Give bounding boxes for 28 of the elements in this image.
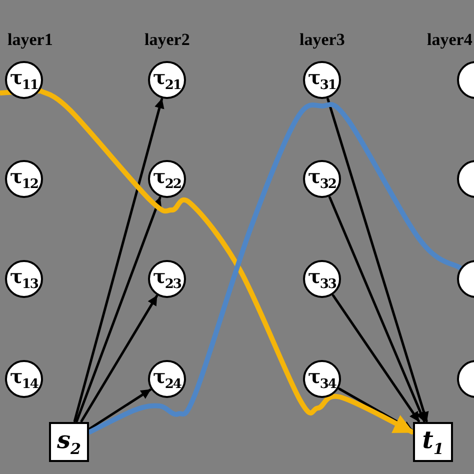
node-circle: τ$_{14}$ (5, 360, 43, 398)
node-circle: τ$_{31}$ (303, 61, 341, 99)
node-circle: τ$_{34}$ (303, 360, 341, 398)
node-circle: τ$_{33}$ (303, 260, 341, 298)
node-square: t$_{1}$ (413, 422, 453, 462)
layer-label: layer1 (8, 30, 53, 50)
node-circle: τ$_{12}$ (5, 160, 43, 198)
node-circle: τ$_{32}$ (303, 160, 341, 198)
arrow (326, 98, 429, 422)
layer-label: layer4 (427, 30, 472, 50)
arrow (328, 196, 426, 422)
node-circle: τ$_{11}$ (5, 61, 43, 99)
arrow (338, 388, 414, 432)
arrow (76, 196, 162, 422)
arrow (332, 294, 420, 422)
arrow (73, 98, 164, 422)
arrow (80, 294, 158, 422)
node-circle: τ$_{21}$ (148, 61, 186, 99)
path-curve (38, 88, 414, 434)
layer-label: layer3 (300, 30, 345, 50)
node-circle: τ$_{23}$ (148, 260, 186, 298)
arrow (88, 388, 152, 430)
node-square: s$_{2}$ (49, 422, 89, 462)
node-circle: τ$_{22}$ (148, 160, 186, 198)
node-circle: τ$_{24}$ (148, 360, 186, 398)
layer-label: layer2 (144, 30, 190, 50)
path-curve (88, 102, 462, 434)
node-circle: τ$_{13}$ (5, 260, 43, 298)
